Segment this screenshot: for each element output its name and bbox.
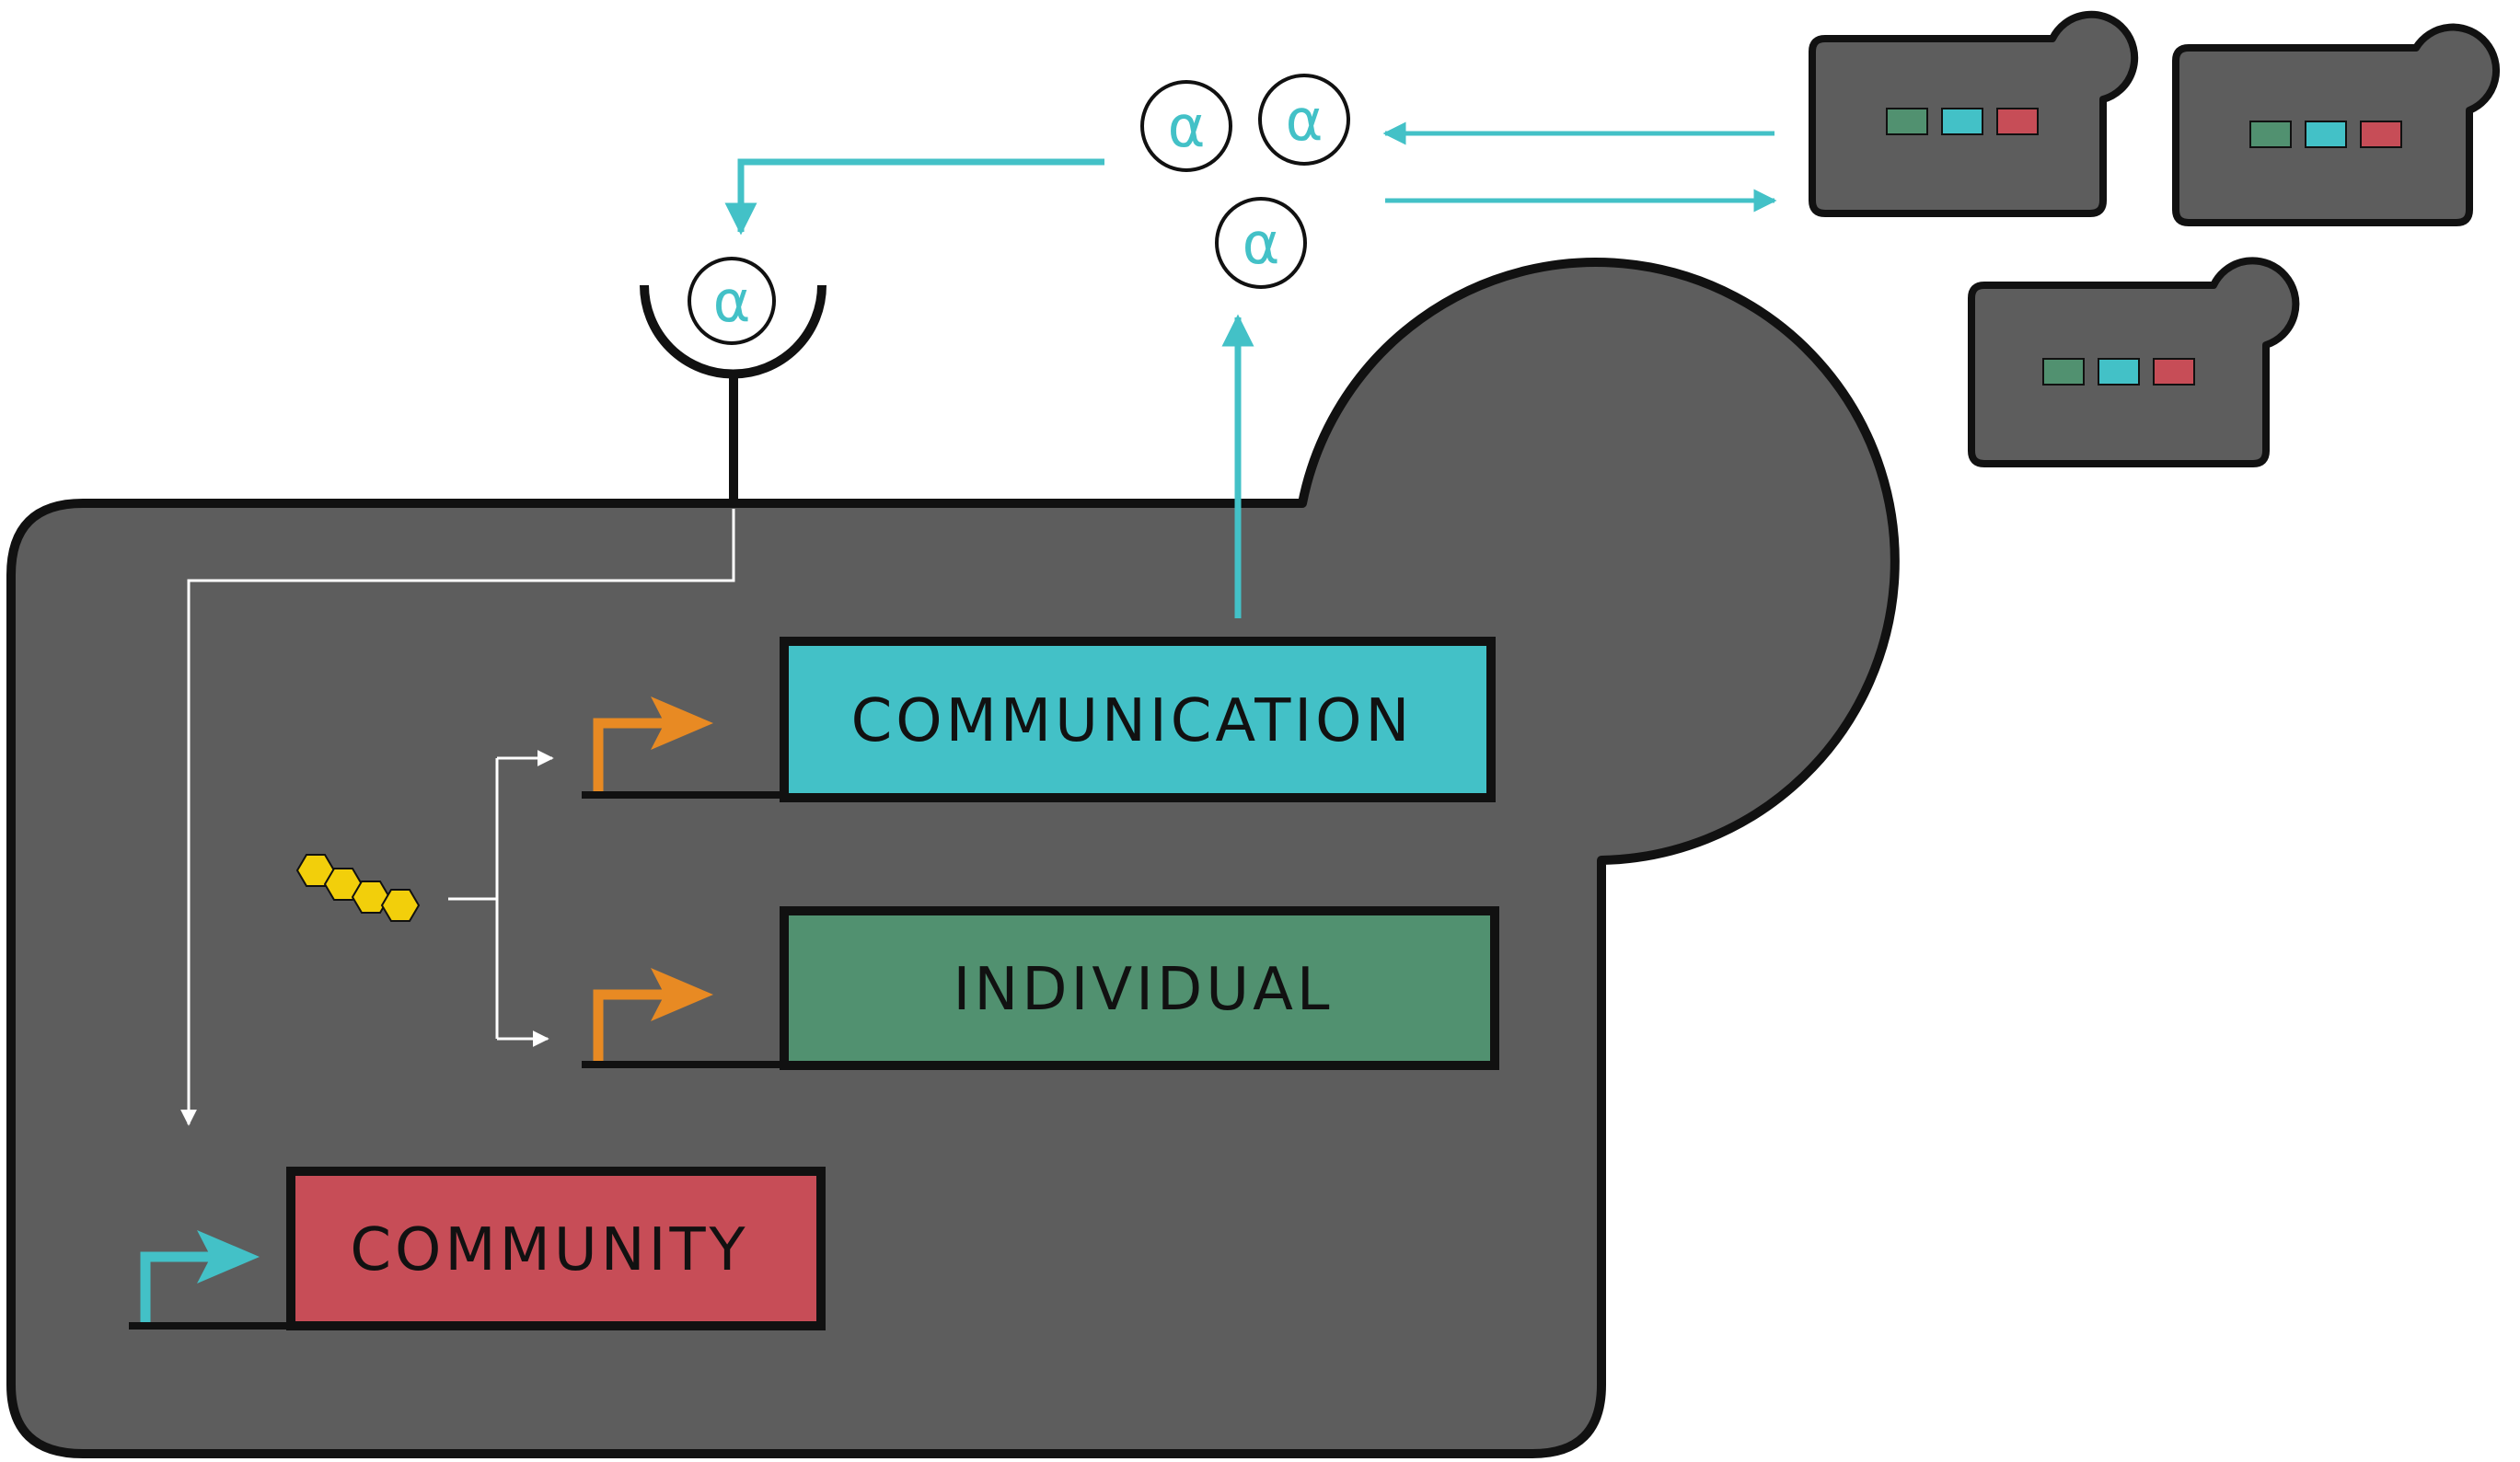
community-gene-box bbox=[286, 1167, 826, 1330]
community-label: COMMUNITY bbox=[350, 1216, 748, 1284]
svg-text:α: α bbox=[1168, 93, 1206, 160]
promoter-arrow-icon bbox=[593, 968, 713, 1061]
svg-text:α: α bbox=[1243, 210, 1280, 277]
alpha-circle-icon: α bbox=[688, 257, 776, 345]
alpha-circle-icon: α bbox=[1258, 74, 1350, 166]
signal-symbol: α bbox=[713, 268, 751, 335]
receptor: α bbox=[640, 257, 827, 505]
neighbor-cell bbox=[1968, 257, 2300, 467]
inducer-wires bbox=[448, 750, 554, 1047]
receptor-to-community-wire bbox=[180, 509, 735, 1126]
alpha-circle-icon: α bbox=[1215, 197, 1307, 289]
individual-gene: INDIVIDUAL bbox=[582, 906, 1499, 1070]
svg-text:α: α bbox=[1286, 86, 1324, 154]
community-gene: COMMUNITY bbox=[129, 1167, 826, 1330]
main-cell bbox=[6, 258, 1900, 1458]
neighbor-cell bbox=[1809, 10, 2139, 217]
communication-gene-box bbox=[780, 637, 1496, 802]
neighbor-cell bbox=[2172, 23, 2501, 226]
individual-label: INDIVIDUAL bbox=[953, 956, 1333, 1024]
alpha-circle-icon: α bbox=[1140, 80, 1232, 172]
signal-molecules: α α α bbox=[1140, 74, 1350, 289]
hexagon-chain-icon bbox=[295, 854, 421, 922]
signal-to-receptor-arrow bbox=[724, 158, 1104, 236]
communication-label: COMMUNICATION bbox=[851, 687, 1414, 755]
promoter-arrow-icon bbox=[140, 1230, 260, 1322]
communication-gene: COMMUNICATION bbox=[582, 637, 1496, 802]
promoter-arrow-icon bbox=[593, 696, 713, 791]
individual-gene-box bbox=[780, 906, 1499, 1070]
